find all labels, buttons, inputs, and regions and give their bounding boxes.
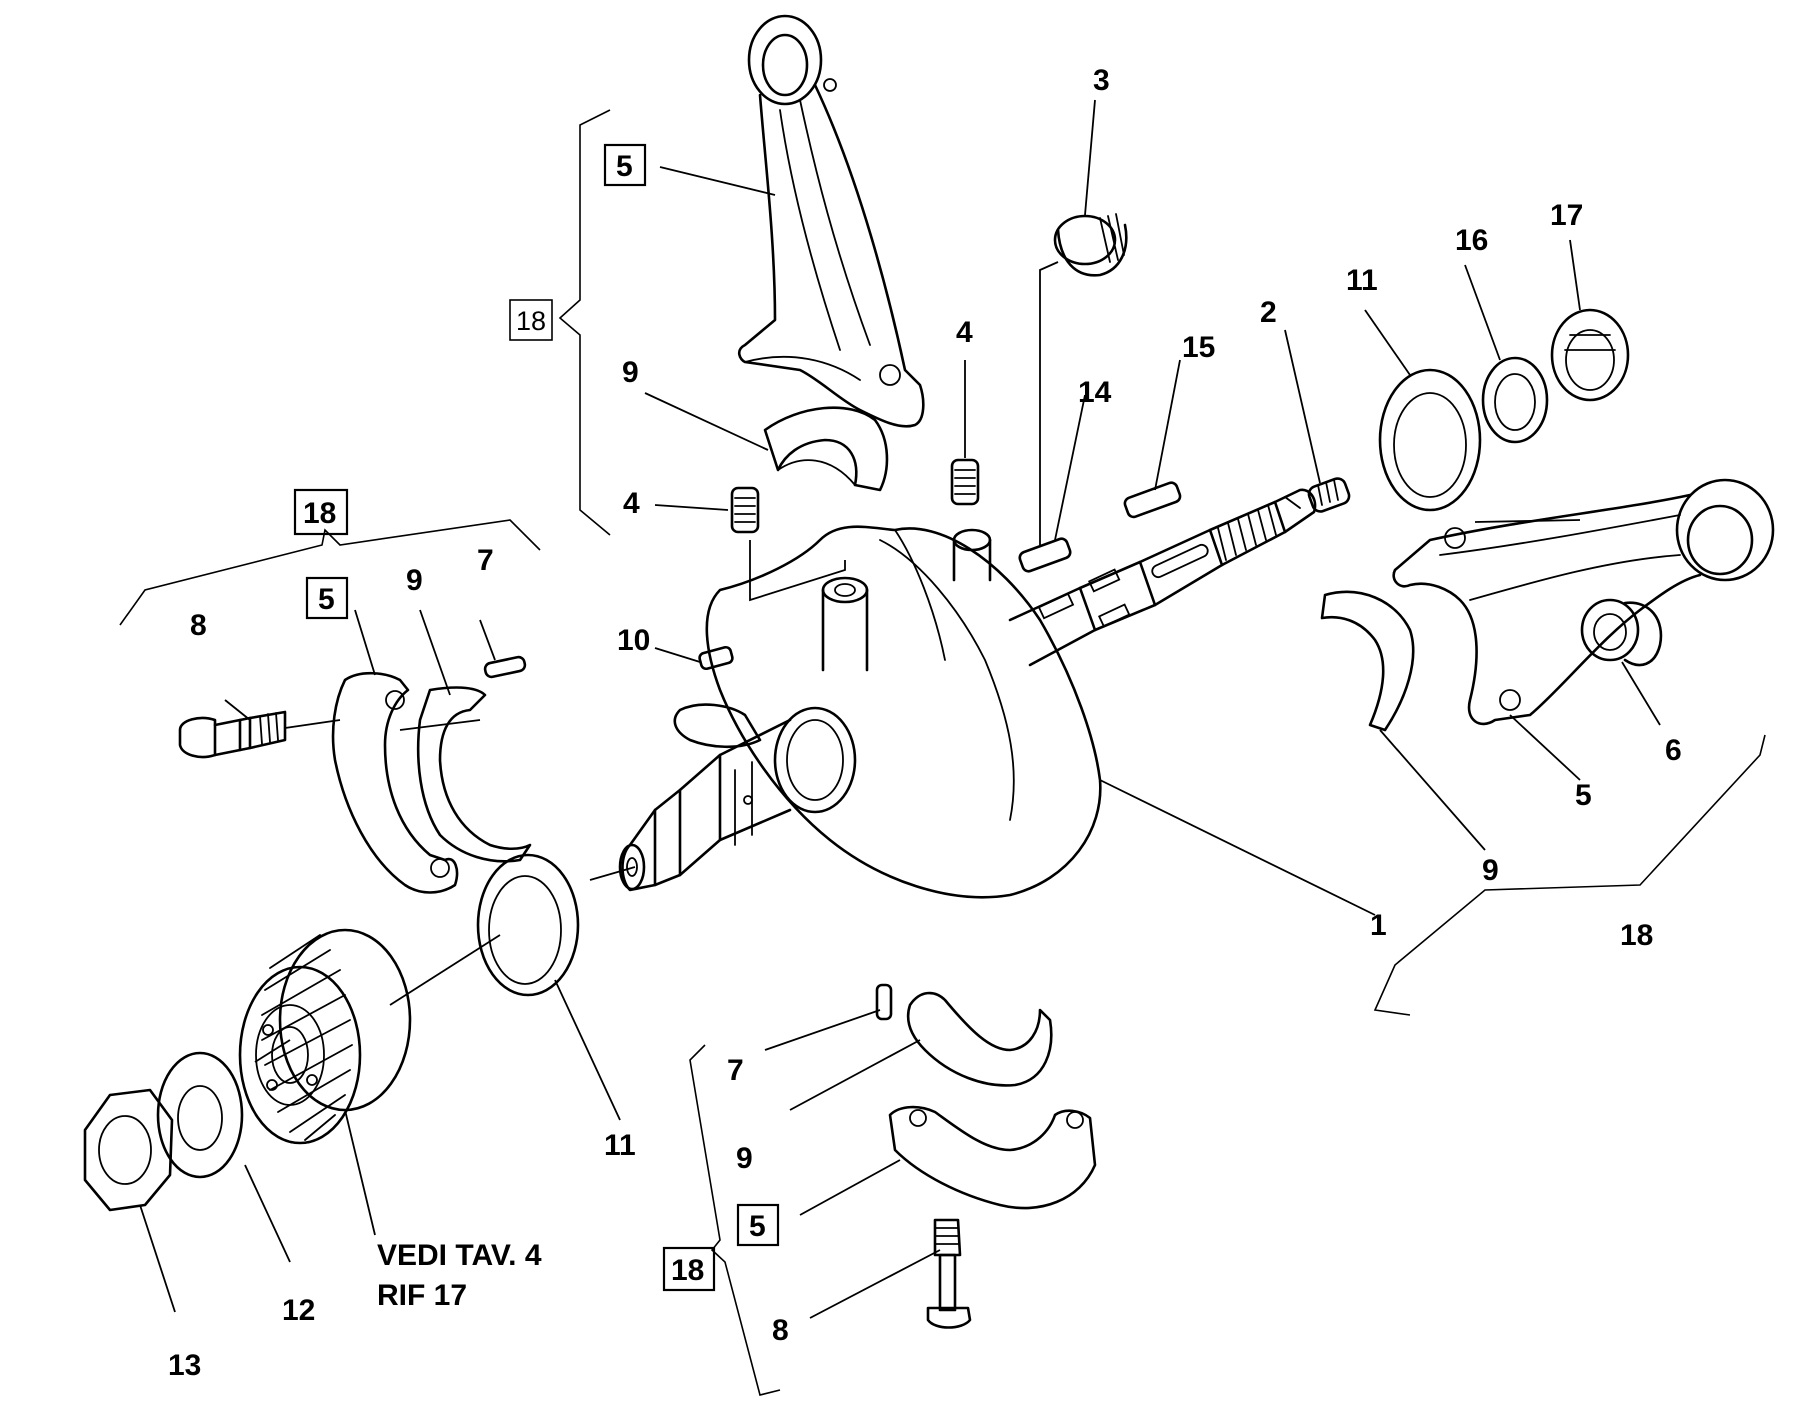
bearing-shell-top <box>763 406 889 492</box>
callout-10: 10 <box>617 624 650 657</box>
callout-5-left: 5 <box>318 583 335 616</box>
crankshaft <box>618 488 1317 899</box>
bolt-8-bottom <box>926 1218 972 1329</box>
callout-8-bottom: 8 <box>772 1314 789 1347</box>
callout-3: 3 <box>1093 64 1110 97</box>
callout-18-right: 18 <box>1620 919 1653 952</box>
cap-bottom <box>888 1105 1097 1210</box>
pin-7-left <box>483 655 527 679</box>
key-14 <box>1018 537 1072 573</box>
callout-9-left: 9 <box>406 564 423 597</box>
callout-5-bottom: 5 <box>749 1210 766 1243</box>
washer-11-right <box>1378 368 1482 512</box>
callout-5-right: 5 <box>1575 779 1592 812</box>
callout-9-right: 9 <box>1482 854 1499 887</box>
callout-18-bottom: 18 <box>671 1254 704 1287</box>
cap-left <box>331 671 459 894</box>
callout-18-left: 18 <box>303 497 336 530</box>
group-braces <box>119 109 1766 1396</box>
callout-7-left: 7 <box>477 544 494 577</box>
callout-9-bottom: 9 <box>736 1142 753 1175</box>
bearing-shell-left <box>416 686 532 863</box>
nut-17 <box>1550 308 1630 402</box>
leader-lines <box>139 99 1661 1319</box>
bushing-6 <box>1580 598 1663 667</box>
callout-18-top-box <box>509 299 553 341</box>
note-line-1: VEDI TAV. 4 <box>377 1239 542 1272</box>
callout-5-bottom-box <box>736 1203 780 1247</box>
reference-note: VEDI TAV. 4 RIF 17 <box>377 1239 542 1312</box>
callout-12: 12 <box>282 1294 315 1327</box>
callout-6: 6 <box>1665 734 1682 767</box>
bearing-shell-right <box>1320 590 1415 732</box>
callout-labels: 1 2 3 4 4 5 5 5 5 6 7 7 8 8 9 9 9 9 10 1… <box>168 64 1682 1382</box>
callout-5-top: 5 <box>616 150 633 183</box>
callout-17: 17 <box>1550 199 1583 232</box>
pin-7-bottom <box>875 983 893 1021</box>
plug-3 <box>1053 213 1128 277</box>
callout-15: 15 <box>1182 331 1215 364</box>
callout-14: 14 <box>1078 376 1112 409</box>
callout-13: 13 <box>168 1349 201 1382</box>
bolt-8-left <box>178 710 287 759</box>
callout-11-left: 11 <box>604 1129 636 1162</box>
bearing-shell-bottom <box>906 991 1053 1087</box>
callout-8-left: 8 <box>190 609 207 642</box>
callout-5-left-box <box>305 576 349 620</box>
dowel-4-right <box>950 458 980 506</box>
callout-4a: 4 <box>623 487 640 520</box>
key-10 <box>698 645 734 671</box>
gear <box>238 928 412 1145</box>
dowel-4-left <box>730 486 760 534</box>
callout-11-right: 11 <box>1346 264 1378 297</box>
washer-12 <box>156 1051 244 1179</box>
nut-13 <box>83 1088 174 1212</box>
callout-7-bottom: 7 <box>727 1054 744 1087</box>
washer-16 <box>1481 356 1549 444</box>
callout-4b: 4 <box>956 316 973 349</box>
callout-18-top: 18 <box>516 306 546 336</box>
callout-16: 16 <box>1455 224 1488 257</box>
callout-18-bottom-box <box>662 1246 716 1292</box>
connecting-rod-right <box>1392 478 1775 726</box>
callout-2: 2 <box>1260 296 1277 329</box>
callout-18-left-box <box>293 488 349 536</box>
key-15 <box>1123 481 1182 519</box>
callout-1: 1 <box>1370 909 1387 942</box>
connecting-rod-top <box>737 14 925 428</box>
callout-9-top: 9 <box>622 356 639 389</box>
note-line-2: RIF 17 <box>377 1279 467 1312</box>
dowel-2 <box>1307 477 1351 513</box>
callout-5-top-box <box>603 143 647 187</box>
washer-11-left <box>476 853 580 997</box>
